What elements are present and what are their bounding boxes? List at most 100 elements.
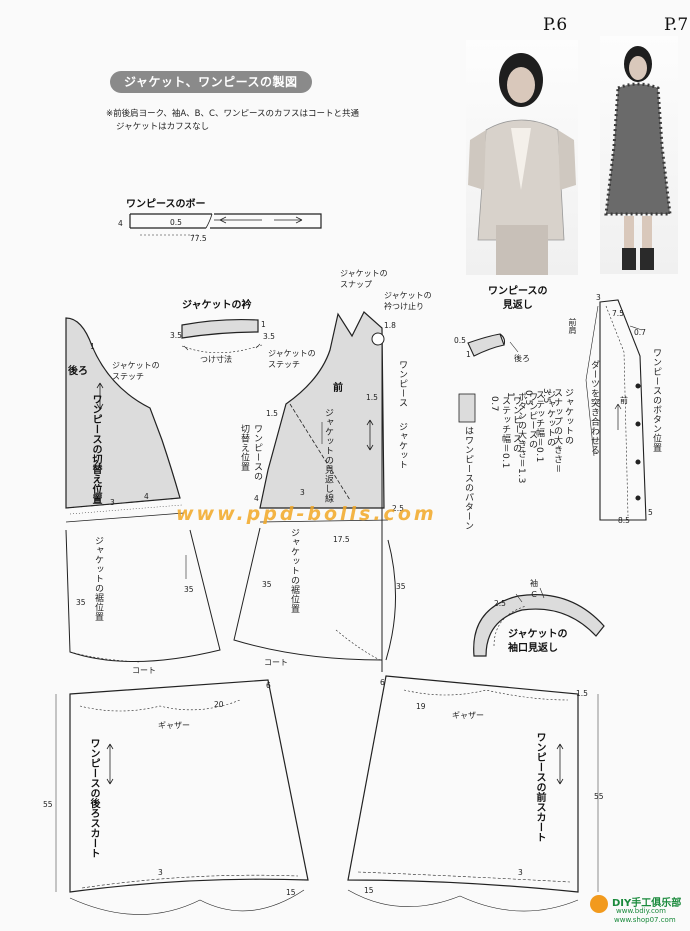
front-coat-skirt	[233, 527, 396, 661]
note-line-1: ※前後肩ヨーク、袖A、B、C、ワンピースのカフスはコートと共通	[106, 109, 360, 119]
model-photo-dress	[600, 36, 678, 274]
footer-url-1: www.bdiy.com	[616, 907, 666, 915]
collar-end: 3.5	[263, 332, 275, 341]
skirt-back-gather: ギャザー	[158, 721, 190, 730]
front-n15a: 1.5	[266, 409, 278, 418]
onepiece-back-skirt	[55, 679, 309, 915]
front-snap-label: ジャケットの スナップ	[340, 269, 388, 289]
front-collar-stop-label: ジャケットの 衿つけ止り	[384, 291, 432, 311]
page-title: ジャケット、ワンピースの製図	[110, 71, 312, 93]
back-switch-label: ワンピースの切替え位置	[90, 394, 101, 504]
legend-onepiece-button: ワンピースの ボタンの大きさ＝1.3 1	[505, 392, 537, 484]
back-hem-label: ジャケットの裾位置	[93, 536, 103, 622]
front-n15b: 1.5	[366, 393, 378, 402]
footer-url-2: www.shop07.com	[614, 916, 676, 924]
back-n35b: 35	[184, 585, 194, 594]
facing-n05: 0.5	[454, 336, 466, 345]
placket-dart-note: ダーツを突き合わせる	[589, 360, 599, 455]
front-n18: 1.8	[384, 321, 396, 330]
bow-title: ワンピースのボー	[126, 199, 206, 210]
back-label: 後ろ	[68, 366, 88, 377]
front-onepiece-label: ワンピース	[397, 360, 407, 408]
note-line-2: ジャケットはカフスなし	[116, 122, 210, 132]
front-n25: 2.5	[392, 504, 404, 513]
placket-n07: 0.7	[634, 328, 646, 337]
collar-tip: 1	[261, 320, 266, 329]
front-bodice	[259, 311, 389, 672]
footer-logo-icon	[590, 895, 608, 913]
placket-pattern	[585, 299, 647, 521]
skirt-back-n20: 20	[214, 700, 224, 709]
skirt-back-n6: 6	[266, 681, 271, 690]
skirt-front-n3: 3	[518, 868, 523, 877]
skirt-front-n15top: 1.5	[576, 689, 588, 698]
back-bodice	[65, 317, 185, 523]
skirt-front-n15: 15	[364, 886, 374, 895]
collar-title: ジャケットの衿	[182, 300, 252, 311]
front-hem-label: ジャケットの裾位置	[289, 528, 299, 614]
watermark-text: www.ppd-bolls.com	[176, 503, 437, 525]
onepiece-facing-title: ワンピースの 見返し	[488, 286, 548, 311]
facing-n1: 1	[466, 350, 471, 359]
bow-length: 77.5	[190, 234, 207, 243]
back-n3: 3	[110, 498, 115, 507]
back-n1: 1	[90, 342, 95, 351]
skirt-back-n3: 3	[158, 868, 163, 877]
bow-seam: 0.5	[170, 218, 182, 227]
back-n35a: 35	[76, 598, 86, 607]
front-facing-line-label: ジャケットの見返し線	[323, 408, 333, 503]
front-n4: 4	[254, 494, 259, 503]
legend-box-label: はワンピースのパターン	[463, 426, 473, 531]
back-n4: 4	[144, 492, 149, 501]
legend-jacket-snap: ジャケットの スナップの大きさ＝ 3.5	[541, 388, 573, 474]
bow-strip	[129, 213, 322, 236]
collar-piece	[181, 318, 263, 354]
model-photo-jacket	[466, 40, 578, 275]
skirt-front-label: ワンピースの前スカート	[534, 732, 545, 842]
legend-swatch	[458, 393, 476, 423]
facing-back-label: 後ろ	[514, 354, 530, 363]
cuff-sleeve-label: 袖 C	[530, 579, 538, 599]
skirt-front-n6: 6	[380, 678, 385, 687]
legend-jacket-stitch: ジャケットの ステッチ幅＝0.1 0.5	[523, 390, 555, 463]
placket-n5: 5	[648, 508, 653, 517]
front-stitch-label: ジャケットの ステッチ	[268, 349, 316, 369]
page-number-right: P.7	[664, 15, 689, 35]
onepiece-front-skirt	[347, 675, 599, 912]
placket-n3: 3	[596, 293, 601, 302]
front-n175: 17.5	[333, 535, 350, 544]
front-n3: 3	[300, 488, 305, 497]
placket-title: ワンピースのボタン位置	[651, 348, 661, 453]
front-n35a: 35	[262, 580, 272, 589]
cuff-facing	[473, 587, 605, 657]
footer-logo: DIY手工俱乐部 www.bdiy.com www.shop07.com	[590, 893, 686, 927]
skirt-front-n55: 55	[594, 792, 604, 801]
back-coat-label: コート	[132, 666, 156, 675]
placket-shoulder: 前肩	[568, 318, 577, 334]
footer-site-name: DIY手工俱乐部	[612, 898, 682, 909]
collar-attach-length: つけ寸法	[200, 355, 232, 364]
cuff-n25: 2.5	[494, 599, 506, 608]
placket-n75: 7.5	[612, 309, 624, 318]
page-number-left: P.6	[543, 15, 568, 35]
back-stitch-label: ジャケットの ステッチ	[112, 361, 160, 381]
onepiece-facing	[467, 333, 519, 357]
front-coat-label: コート	[264, 658, 288, 667]
skirt-front-n19: 19	[416, 702, 426, 711]
skirt-back-n15: 15	[286, 888, 296, 897]
front-n35b: 35	[396, 582, 406, 591]
cuff-facing-title: ジャケットの 袖口見返し	[508, 629, 568, 654]
placket-front: 前	[620, 396, 628, 405]
back-coat-skirt	[65, 382, 221, 663]
collar-height: 3.5	[170, 331, 182, 340]
front-switch-label: ワンピースの 切替え位置	[239, 424, 262, 481]
skirt-front-gather: ギャザー	[452, 711, 484, 720]
skirt-back-n55: 55	[43, 800, 53, 809]
skirt-back-label: ワンピースの後ろスカート	[88, 738, 99, 858]
legend-onepiece-stitch: ワンピースの ステッチ幅＝0.1 0.7	[489, 396, 521, 469]
placket-n85: 8.5	[618, 516, 630, 525]
front-jacket-label: ジャケット	[397, 422, 407, 470]
bow-width: 4	[118, 219, 123, 228]
front-label: 前	[333, 383, 343, 394]
